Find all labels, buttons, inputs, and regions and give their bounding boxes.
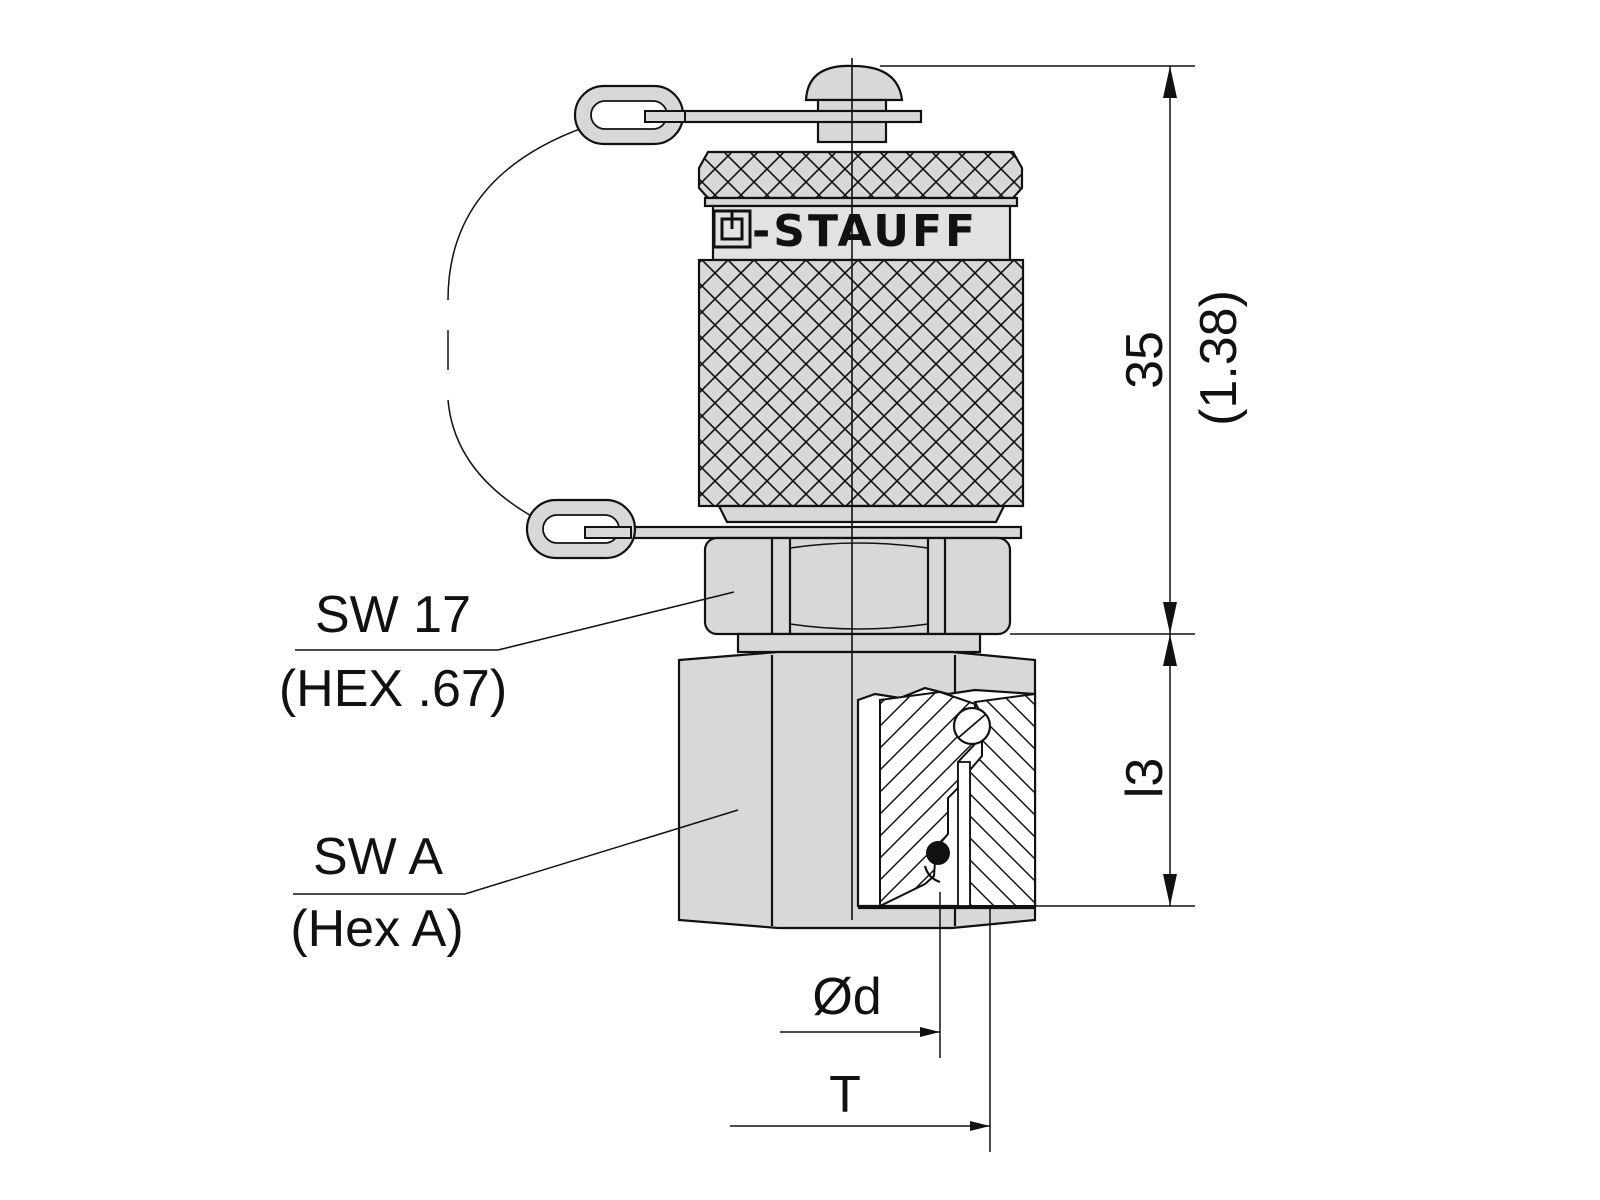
dimension-thread (730, 906, 991, 1152)
thread-label: T (829, 1066, 861, 1124)
hex-nut-imperial-label: (HEX .67) (279, 660, 507, 718)
cap-button (804, 64, 904, 144)
dimension-bore (780, 892, 941, 1058)
thread-length-label: l3 (1116, 758, 1174, 798)
hex-body-label: SW A (313, 828, 443, 886)
hex-nut (703, 536, 1012, 654)
hex-body-imperial-label: (Hex A) (290, 900, 463, 958)
dimension-thread-length (1035, 634, 1195, 907)
brand-name: -STAUFF (752, 206, 978, 257)
overall-height-imperial-label: (1.38) (1190, 290, 1248, 426)
overall-height-label: 35 (1116, 331, 1174, 389)
section-cutaway (856, 686, 1037, 910)
knurled-cap (697, 150, 1025, 524)
leader-hex-nut (295, 591, 735, 651)
leader-hex-body (293, 809, 739, 895)
chain-link-top (573, 84, 686, 146)
brand-logo (712, 209, 752, 249)
chain-link-bottom (525, 498, 637, 560)
hex-nut-label: SW 17 (315, 586, 471, 644)
dimension-overall-height (880, 65, 1195, 635)
bore-label: Ød (812, 968, 881, 1026)
